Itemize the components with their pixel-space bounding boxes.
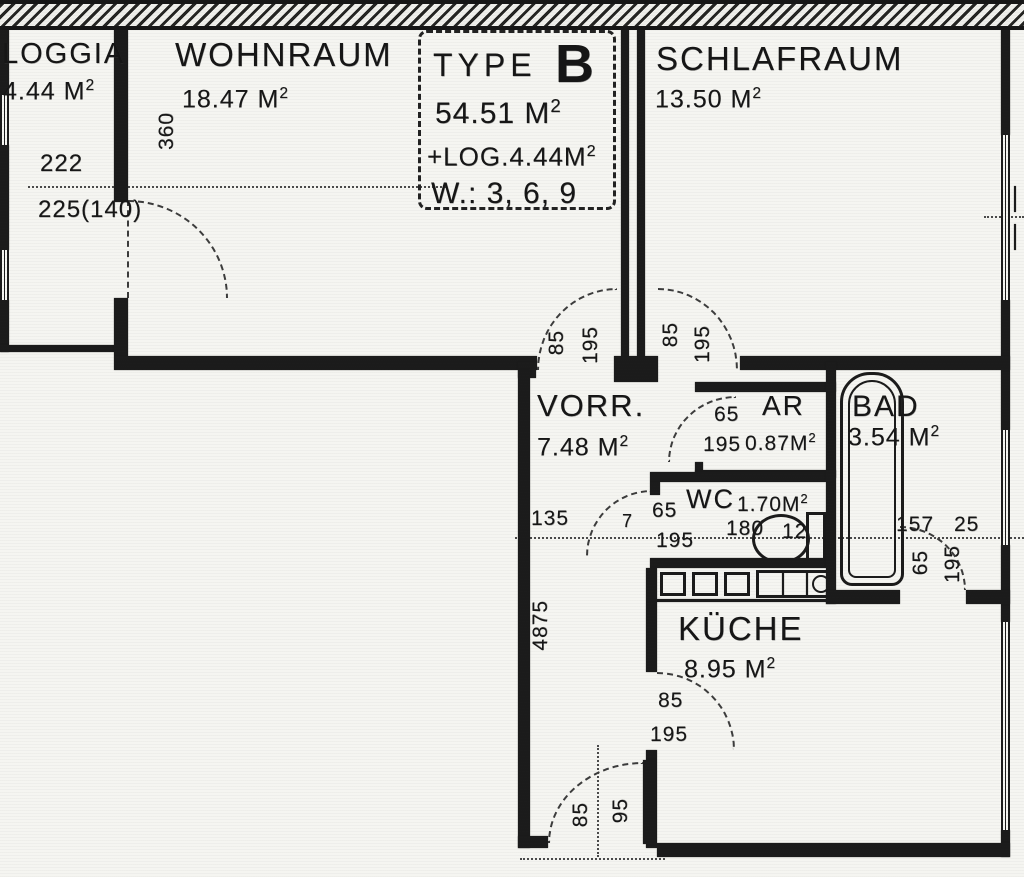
wall	[650, 482, 660, 495]
door-arc-wohnraum	[537, 288, 617, 370]
wall	[740, 356, 1010, 370]
entry-door-leaf	[643, 760, 656, 844]
wall	[518, 370, 530, 848]
dim-wc-length: 180	[726, 517, 765, 540]
dim-wc-width: 12	[782, 520, 808, 543]
dim-corridor-length: 4875	[529, 600, 552, 651]
room-label-schlafraum: SCHLAFRAUM	[656, 40, 904, 77]
dim-door-wohnraum-h: 195	[579, 326, 602, 365]
kitchen-sink-divider	[806, 572, 808, 596]
room-area-bad: 3.54 M2	[848, 423, 940, 452]
wall	[826, 590, 900, 604]
dim-bad-wall: 25	[954, 513, 980, 536]
room-label-vorraum: VORR.	[537, 388, 646, 423]
dim-door-entry-h: 95	[609, 798, 632, 824]
room-label-bad: BAD	[852, 390, 920, 423]
dim-door-schlafraum-h: 195	[691, 325, 714, 364]
room-area-vorraum: 7.48 M2	[537, 433, 629, 462]
wall	[637, 30, 645, 356]
dim-door-bad-h: 195	[941, 545, 964, 584]
type-units: W.: 3, 6, 9	[431, 177, 578, 210]
dim-door-wc-w: 65	[652, 499, 678, 522]
wall	[0, 345, 118, 352]
type-value: B	[555, 34, 595, 94]
wall	[0, 0, 1024, 30]
window-symbol	[0, 95, 9, 145]
dim-corridor-width: 135	[531, 507, 570, 530]
door-arc-loggia	[128, 200, 228, 298]
room-area-kueche: 8.95 M2	[684, 655, 776, 684]
dim-bad-length: 157	[896, 513, 935, 536]
wall	[0, 145, 9, 250]
room-area-wc: 1.70M2	[737, 491, 808, 516]
type-total-area: 54.51 M2	[435, 95, 561, 130]
room-label-loggia: LOGGIA	[2, 38, 126, 70]
dimension-arrow	[1014, 224, 1016, 250]
dim-door-kueche-w: 85	[658, 689, 684, 712]
type-label: TYPE	[433, 47, 537, 83]
kitchen-counter-square	[724, 572, 750, 596]
room-label-kueche: KÜCHE	[678, 610, 804, 647]
dim-small-mark: 7	[622, 511, 634, 531]
dim-door-entry-w: 85	[569, 802, 592, 828]
wall	[518, 836, 548, 848]
wall	[0, 30, 9, 95]
type-loggia-area: +LOG.4.44M2	[427, 141, 596, 172]
room-label-wc: WC	[686, 484, 735, 514]
wall	[114, 298, 128, 356]
toilet-tank-symbol	[806, 512, 826, 564]
dim-loggia-width: 222	[40, 150, 84, 177]
kitchen-counter-square	[660, 572, 686, 596]
room-label-ar: AR	[762, 390, 805, 421]
dim-door-kueche-h: 195	[650, 723, 689, 746]
kitchen-counter-edge	[656, 599, 838, 602]
room-area-wohnraum: 18.47 M2	[182, 85, 288, 114]
room-area-schlafraum: 13.50 M2	[655, 85, 761, 114]
wall	[614, 356, 658, 382]
bathtub-inner-line	[848, 380, 896, 578]
dimension-line	[520, 858, 665, 860]
title-block: TYPE B 54.51 M2 +LOG.4.44M2 W.: 3, 6, 9	[418, 30, 616, 210]
dimension-line	[28, 186, 446, 188]
door-arc-wc	[586, 490, 652, 556]
wall	[114, 356, 537, 370]
dimension-arrow	[1014, 186, 1016, 212]
room-area-ar: 0.87M2	[745, 430, 816, 455]
dim-door-wohnraum-w: 85	[545, 330, 568, 356]
wall	[1001, 30, 1010, 135]
window-symbol	[1001, 622, 1010, 830]
bathtub-symbol	[840, 372, 904, 586]
wall	[650, 558, 826, 568]
dim-door-schlafraum-w: 85	[659, 322, 682, 348]
wall	[826, 362, 836, 604]
wall	[650, 472, 826, 482]
wall	[657, 843, 1010, 857]
kitchen-counter-square	[692, 572, 718, 596]
wall	[1001, 545, 1010, 622]
wall	[0, 300, 9, 352]
wall	[646, 568, 657, 672]
dim-door-bad-w: 65	[909, 550, 932, 576]
window-symbol	[1001, 430, 1010, 545]
dim-door-wc-h: 195	[656, 529, 695, 552]
wall	[114, 30, 128, 202]
wall	[695, 382, 836, 392]
wall	[966, 590, 1010, 604]
kitchen-sink-divider	[782, 572, 784, 596]
dim-door-ar-h: 195	[703, 433, 742, 456]
window-symbol	[1001, 135, 1010, 300]
wall	[621, 30, 629, 356]
dim-door-ar-w: 65	[714, 403, 740, 426]
dim-loggia-door: 225(140)	[38, 196, 143, 223]
room-label-wohnraum: WOHNRAUM	[175, 36, 393, 73]
room-area-loggia: 4.44 M2	[3, 77, 95, 106]
dim-wohnraum-depth: 360	[155, 112, 178, 151]
window-symbol	[0, 250, 9, 300]
